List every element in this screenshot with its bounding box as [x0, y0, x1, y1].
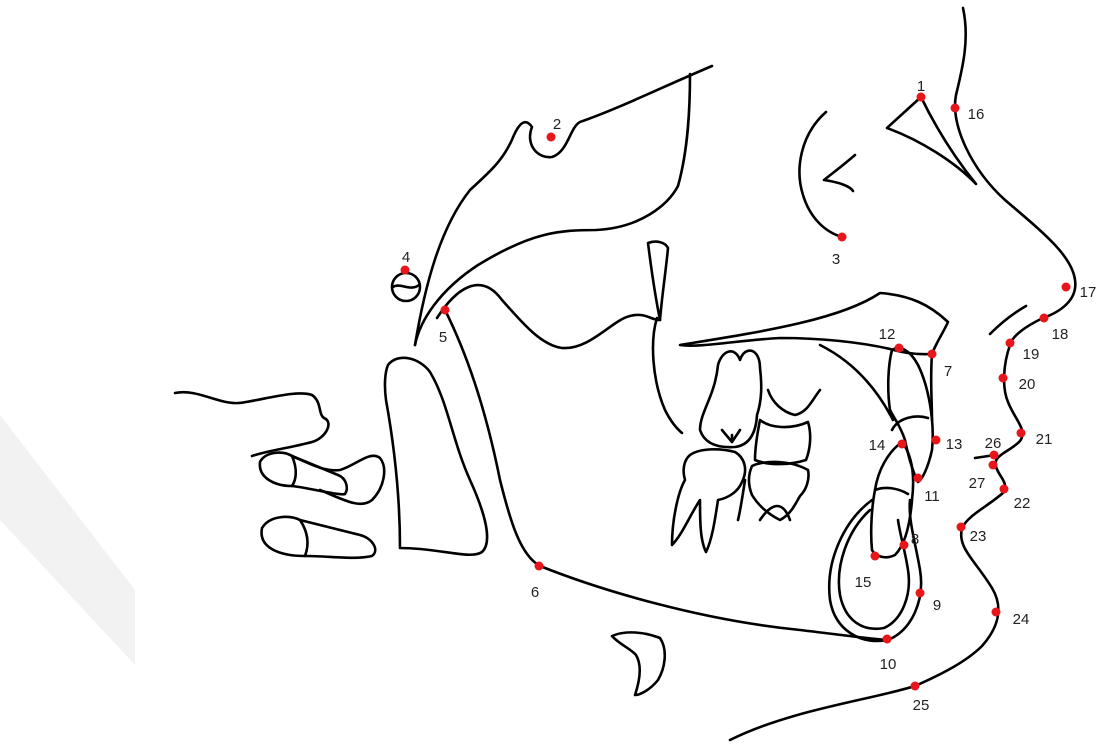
landmark-label-22: 22 — [1014, 495, 1031, 512]
hyoid-bone — [612, 632, 665, 695]
palatal-plane — [680, 293, 948, 354]
landmark-point-6 — [535, 562, 544, 571]
landmark-label-13: 13 — [946, 436, 963, 453]
upper-incisor-crown — [892, 417, 928, 431]
landmark-label-4: 4 — [402, 249, 410, 266]
landmark-point-27 — [989, 461, 998, 470]
landmark-label-6: 6 — [531, 584, 539, 601]
landmark-label-19: 19 — [1023, 346, 1040, 363]
watermark-band — [0, 415, 135, 665]
landmark-label-3: 3 — [832, 251, 840, 268]
vertebra-odontoid — [175, 392, 328, 456]
ear-rod-crossline — [393, 285, 419, 288]
landmark-point-24 — [992, 608, 1001, 617]
landmark-label-20: 20 — [1019, 376, 1036, 393]
upper-molar-tooth — [700, 351, 761, 448]
landmark-point-21 — [1017, 429, 1026, 438]
landmark-point-11 — [914, 474, 923, 483]
landmark-point-2 — [547, 133, 556, 142]
landmark-label-1: 1 — [917, 78, 925, 95]
landmark-point-7 — [928, 350, 937, 359]
lower-incisor — [871, 442, 913, 557]
landmark-label-15: 15 — [855, 574, 872, 591]
vertebra-c3-body — [292, 456, 384, 504]
lower-incisor-crown — [875, 488, 908, 494]
landmark-point-22 — [1000, 485, 1009, 494]
landmark-point-16 — [951, 104, 960, 113]
landmark-point-4 — [401, 266, 410, 275]
landmark-label-17: 17 — [1080, 284, 1097, 301]
landmark-label-7: 7 — [944, 363, 952, 380]
landmark-label-12: 12 — [879, 326, 896, 343]
upper-premolar-tooth — [755, 390, 820, 464]
landmark-point-15 — [871, 552, 880, 561]
landmark-label-27: 27 — [969, 475, 986, 492]
landmark-label-11: 11 — [924, 488, 940, 505]
vertebra-c4-edge — [300, 520, 307, 556]
mandible-outline — [445, 310, 888, 640]
landmark-point-19 — [1006, 339, 1015, 348]
landmark-point-9 — [916, 589, 925, 598]
landmark-label-14: 14 — [869, 437, 886, 454]
landmark-point-23 — [957, 523, 966, 532]
landmark-label-2: 2 — [553, 116, 561, 133]
landmark-label-24: 24 — [1013, 611, 1030, 628]
landmark-point-8 — [900, 541, 909, 550]
landmark-point-3 — [838, 233, 847, 242]
pterygoid-plate — [648, 242, 668, 320]
landmark-label-8: 8 — [911, 531, 919, 548]
landmark-label-16: 16 — [968, 106, 985, 123]
landmark-point-18 — [1040, 314, 1049, 323]
landmark-label-21: 21 — [1036, 431, 1053, 448]
landmark-layer: 1234567891011121314151617181920212223242… — [401, 78, 1097, 714]
traced-anatomy — [175, 8, 1075, 740]
orbit-rim — [800, 112, 842, 237]
landmark-label-23: 23 — [970, 528, 987, 545]
landmark-label-5: 5 — [439, 329, 447, 346]
landmark-point-13 — [932, 436, 941, 445]
landmark-label-25: 25 — [913, 697, 930, 714]
landmark-point-10 — [883, 635, 892, 644]
lower-molar-tooth — [672, 449, 745, 552]
clivus-loop — [437, 285, 660, 348]
upper-molar-root-mark — [722, 430, 740, 442]
orbit-inner-wedge — [824, 155, 855, 191]
landmark-label-9: 9 — [933, 597, 941, 614]
cranial-base-upper — [415, 66, 712, 345]
landmark-label-18: 18 — [1052, 326, 1069, 343]
landmark-point-20 — [999, 374, 1008, 383]
maxilla-sinus-curve — [820, 345, 893, 420]
landmark-point-5 — [441, 306, 450, 315]
vertebra-c4-spine — [262, 517, 376, 558]
posterior-maxilla-line — [653, 318, 682, 433]
landmark-point-12 — [895, 344, 904, 353]
vertebra-c3-spine — [260, 453, 347, 495]
symphysis-inner — [839, 510, 909, 629]
landmark-point-17 — [1062, 283, 1071, 292]
landmark-label-26: 26 — [985, 435, 1002, 452]
lower-premolar-tooth — [749, 462, 809, 520]
landmark-point-25 — [911, 682, 920, 691]
vertebra-c2-body — [385, 358, 487, 555]
landmark-label-10: 10 — [880, 656, 897, 673]
landmark-point-14 — [898, 440, 907, 449]
vertebra-c3-edge — [292, 456, 296, 486]
